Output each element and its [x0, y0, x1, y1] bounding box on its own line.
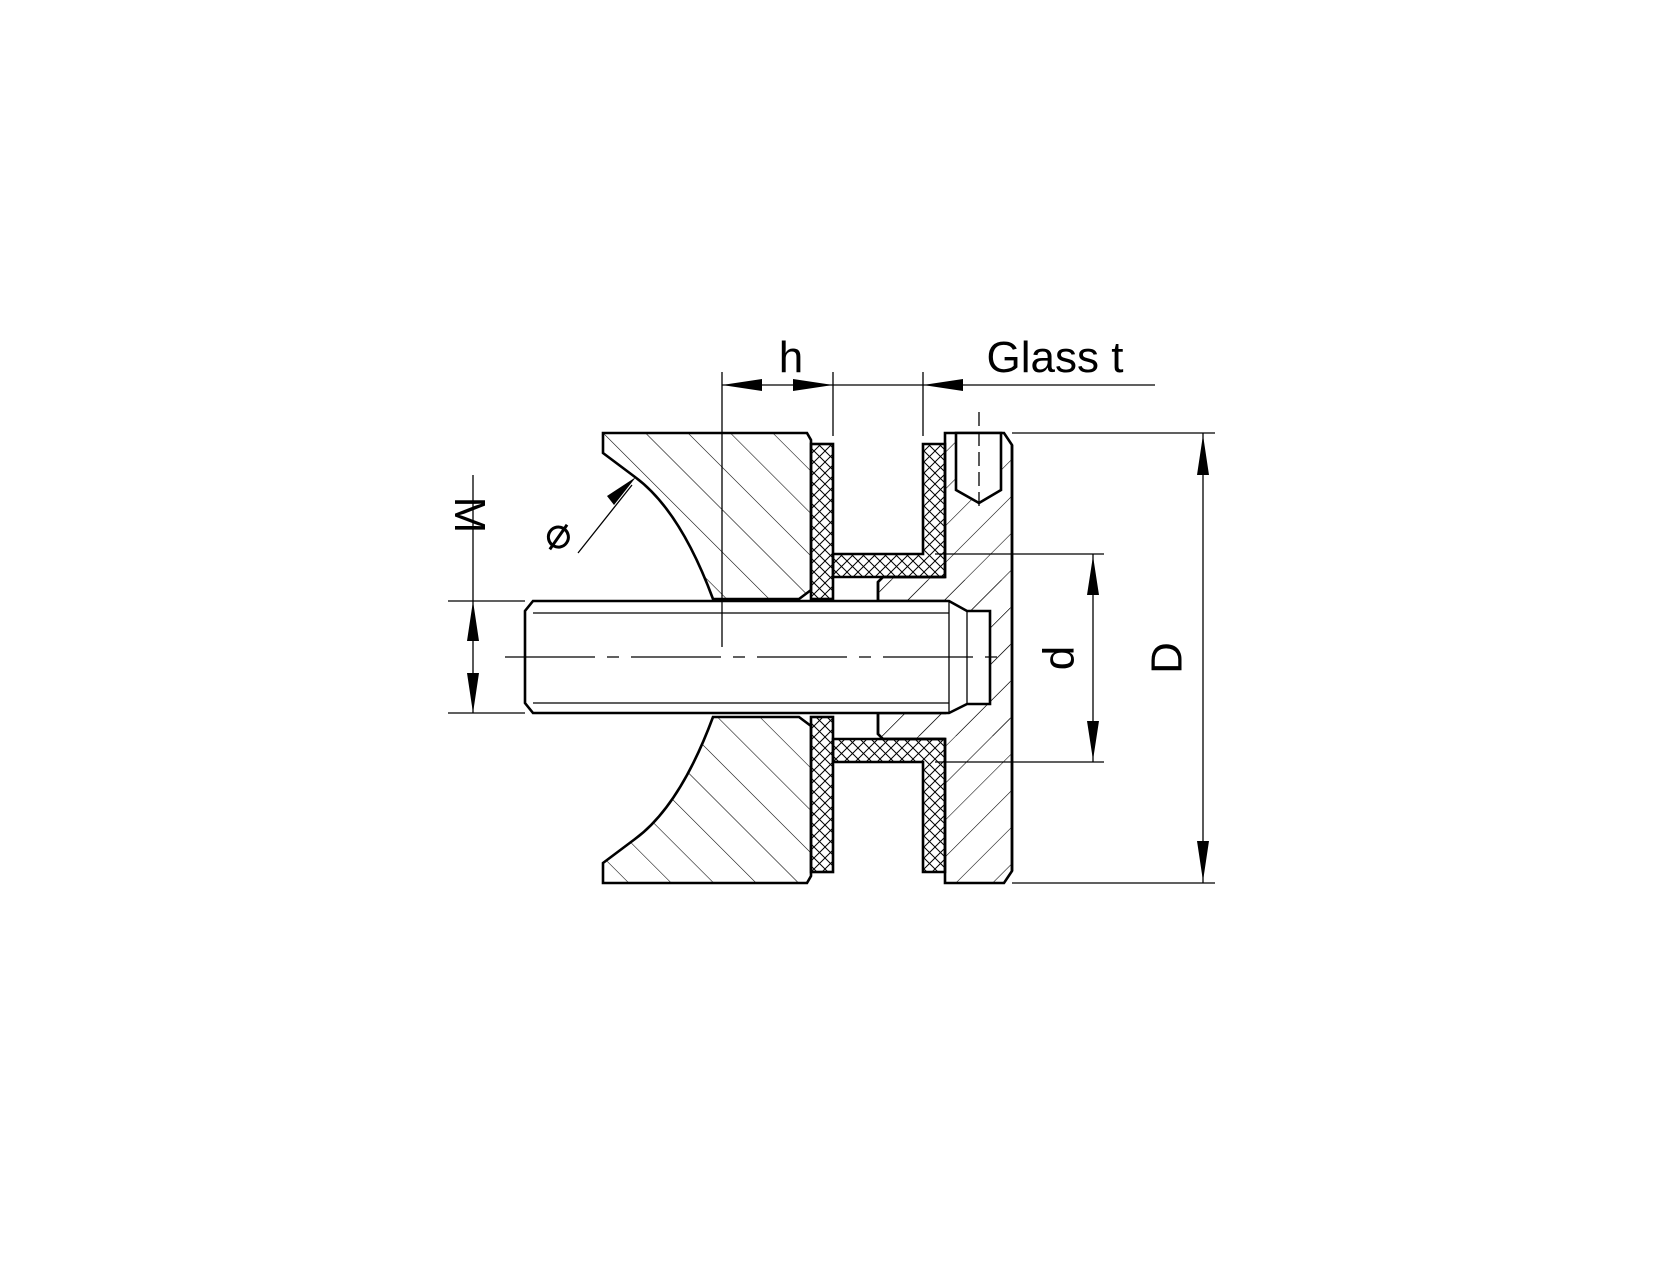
diameter-leader-arrow [607, 477, 636, 505]
bolt-thread-lines [533, 601, 968, 713]
plate-outline [876, 445, 1014, 871]
cup-lower-section [601, 715, 813, 885]
gasket-left-lower [809, 715, 835, 874]
diameter-leader-line [577, 484, 633, 554]
glass-thickness-label: Glass t [987, 333, 1124, 382]
gasket-left-upper [809, 442, 835, 601]
gasket-right-lower [831, 737, 947, 874]
d-label: d [1035, 646, 1084, 670]
m-label: M [445, 497, 494, 534]
m-dimension-arrows [467, 601, 479, 713]
cup-upper-section [601, 431, 813, 601]
set-screw-hole [954, 431, 1003, 505]
h-label: h [779, 333, 803, 382]
gasket-right-upper [831, 442, 947, 579]
diameter-symbol: ⌀ [540, 507, 575, 560]
D-label: D [1143, 642, 1192, 674]
